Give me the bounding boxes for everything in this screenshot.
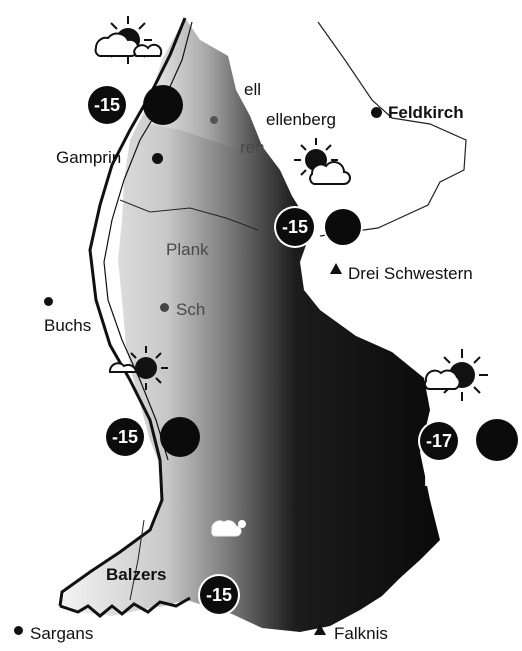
town-dot-schaan [160,303,169,312]
moon-icon-east [323,207,363,247]
sun-behind-cloud-icon-west [108,346,168,390]
label-balzers: Balzers [106,565,167,584]
peak-falknis [314,624,326,635]
label-feldkirch: Feldkirch [388,103,464,122]
austria-border [317,21,467,237]
town-dot-nendeln [210,116,218,124]
southern-border [59,596,191,618]
label-sargans: Sargans [30,624,94,643]
label-nendeln: ren [240,138,265,157]
label-ruggell: ell [244,80,262,99]
moon-icon-center [160,417,200,457]
internal-border-2 [129,519,145,601]
cloud-with-sun-icon-south [211,520,246,537]
town-dot-sargans [14,626,23,635]
country-area [60,18,440,632]
temperature-badge-center: -15 [106,418,144,456]
temperature-badge-malbun: -17 [420,422,458,460]
label-buchs: Buchs [44,316,92,335]
temperature-badge-east: -15 [276,208,314,246]
moon-icon-north [143,85,183,125]
moon-icon-malbun [476,419,518,461]
town-dot-feldkirch [371,107,382,118]
label-schellenberg: ellenberg [266,110,336,129]
town-dot-buchs [44,297,53,306]
label-drei-schwestern: Drei Schwestern [348,264,473,283]
label-falknis: Falknis [334,624,388,643]
sun-behind-cloud-icon-malbun [423,349,488,401]
label-gamprin: Gamprin [56,148,122,167]
label-malbun: Malbun [424,471,484,490]
temperature-badge-north: -15 [88,86,126,124]
town-dot-gamprin [152,153,163,164]
peak-drei-schwestern [330,263,342,274]
sun-behind-cloud-icon-north [94,16,163,64]
temperature-badge-south: -15 [200,576,238,614]
sun-behind-cloud-icon-east [294,138,351,185]
internal-border [119,199,259,231]
label-schaan: Sch [176,300,206,319]
label-planken: Plank [166,240,209,259]
